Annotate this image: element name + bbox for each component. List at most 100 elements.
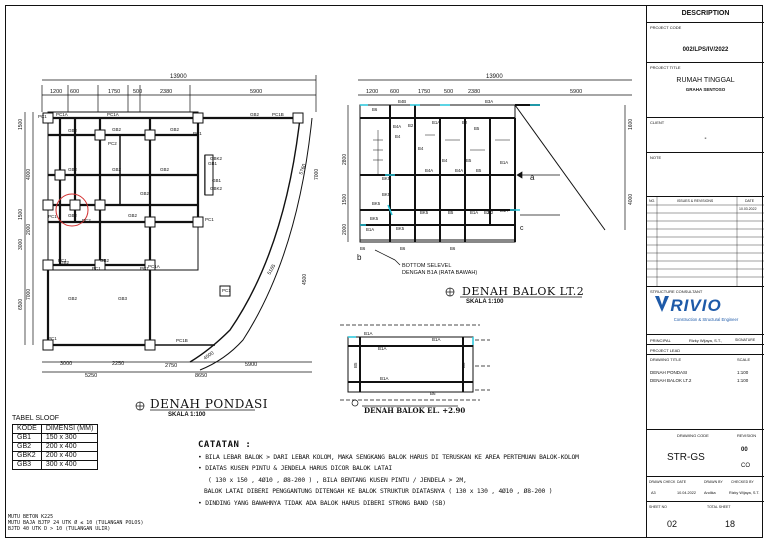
tb-note: NOTE [647,153,764,197]
el-label: B1A [364,331,373,336]
balok-label: B5 [476,168,482,173]
catatan-item: • DIATAS KUSEN PINTU & JENDELA HARUS DIC… [198,465,392,472]
drawing-code-label: DRAWING CODE [677,433,709,438]
tb-project-title: PROJECT TITLE RUMAH TINGGAL GRAHA SENTOS… [647,63,764,118]
catatan-text: DINDING YANG BAWAHNYA TIDAK ADA BALOK HA… [205,499,446,507]
note-label: NOTE [650,155,662,160]
pondasi-gb-label: GB2 [112,167,122,172]
mutu-notes: MUTU BETON K225 MUTU BAJA BJTP 24 UTK Ø … [8,514,143,532]
dim-bottom-pondasi: 8650 [195,373,207,379]
dim-bottom-pondasi: 3000 [60,361,72,367]
project-title-label: PROJECT TITLE [650,65,681,70]
dim-top-balok: 500 [444,89,453,95]
dim-top-pondasi: 1200 [50,89,62,95]
dim-top-balok: 600 [390,89,399,95]
dim-top-pondasi: 2380 [160,89,172,95]
balok-label: B1A [500,160,508,165]
header-kode: KODE [12,424,42,434]
pondasi-pc-label: PC1A [148,264,160,269]
el-label: B1A [432,337,441,342]
balok-label: B1A [432,120,440,125]
dim-right-pondasi: 7000 [314,169,320,180]
sheet-no: 02 [667,519,678,529]
dim-top-balok: 1200 [366,89,378,95]
el-label: B1A [380,376,389,381]
balok-label: BK5 [420,210,429,215]
project-title: RUMAH TINGGAL [676,77,735,84]
dim-top-balok: 1750 [418,89,430,95]
pondasi-gb-label: GB2 [112,127,122,132]
dim-left-pondasi: 6500 [18,299,24,310]
balok-label: B3A [485,99,493,104]
note-line-1: BOTTOM SELEVEL [402,263,452,269]
cell-kode: GB2 [12,442,42,452]
consultant-label: STRUCTURE CONSULTANT [650,289,703,294]
pondasi-pc-label: PC1 [222,288,231,293]
revision-label: REVISION [737,433,757,438]
drawing-code: STR-GS [667,452,705,463]
balok-label: B6 [360,246,366,251]
catatan-title: CATATAN : [198,440,252,450]
pondasi-pc-label: PC1B [272,112,284,117]
dim-curve-pondasi: 5165 [267,263,278,276]
scale-1: 1:100 [737,370,749,375]
sheet-frame [5,5,763,538]
pondasi-gb-label: GB2 [68,167,78,172]
dim-top-pondasi: 1750 [108,89,120,95]
logo-mark-icon [655,296,669,312]
pondasi-pc-label: PC1 [140,266,149,271]
pondasi-pc-label: PC1B [176,338,188,343]
catatan: CATATAN : • BILA LEBAR BALOK > DARI LEBA… [198,440,643,509]
pondasi-gb-label: GB2 [170,127,180,132]
balok-label: B5 [448,210,454,215]
project-lead-label: PROJECT LEAD [650,348,681,353]
revision-code: CO [741,463,750,469]
mutu-line: MUTU BETON K225 [8,514,54,520]
pondasi-pc-label: PC1 [92,266,101,271]
meta-v3: Rizky Wijaya, S.T. [729,491,760,495]
pondasi-gb-label: GBK2 [210,186,223,191]
pondasi-gb-label: GB1 [212,178,222,183]
balok-label: B5 [474,126,480,131]
tb-issues: NO. ISSUES & REVISIONS DATE 10.03.2022 [647,197,764,287]
dim-top-pondasi: 5900 [250,89,262,95]
dim-bottom-pondasi: 2750 [165,363,177,369]
tb-description: DESCRIPTION [647,5,764,23]
revision-value: 00 [741,447,748,453]
dim-left-pondasi: 1500 [18,209,24,220]
balok-label: BK5 [370,216,379,221]
balok-label: BK5 [396,226,405,231]
description-label: DESCRIPTION [681,10,730,17]
pondasi-pc-label: PC2 [82,218,91,223]
pondasi-pc-label: PC1 [58,258,67,263]
balok-label: BK5 [382,176,391,181]
pondasi-gb-label: GBK2 [210,156,223,161]
client-label: CLIENT [650,120,665,125]
balok-label: B6 [450,246,456,251]
dim-top-balok: 5900 [570,89,582,95]
drawing-title-2: DENAH BALOK LT.2 [650,378,692,383]
balok-label: B4B [398,99,406,104]
pondasi-pc-label: PC1A [107,112,119,117]
meta-v0: A3 [651,491,656,495]
catatan-item: • DINDING YANG BAWAHNYA TIDAK ADA BALOK … [198,499,446,507]
dim-left-balok: 2800 [342,154,348,165]
title-block: DESCRIPTION PROJECT CODE 002/LPS/IV/2022… [646,5,764,538]
section-a-label: a [530,173,535,182]
pondasi-gb-label: GB2 [250,112,260,117]
signature-label: SIGNATURE [735,338,756,342]
cell-kode: GBK2 [12,451,42,461]
cell-kode: GB1 [12,433,42,443]
catatan-item: BALOK LATAI DIBERI PENGGANTUNG DITENGAH … [198,486,643,498]
catatan-text: BILA LEBAR BALOK > DARI LEBAR KOLOM, MAK… [205,453,579,461]
project-code: 002/LPS/IV/2022 [682,47,729,53]
dim-4500-pondasi: 4500 [203,350,216,361]
balok-label: B4A [393,124,401,129]
scale-pondasi: SKALA 1:100 [168,412,206,418]
title-balok-lt2: DENAH BALOK LT.2 [462,285,585,298]
note-line-2: DENGAN B1A (RATA BAWAH) [402,270,478,276]
balok-label: B4 [442,158,448,163]
